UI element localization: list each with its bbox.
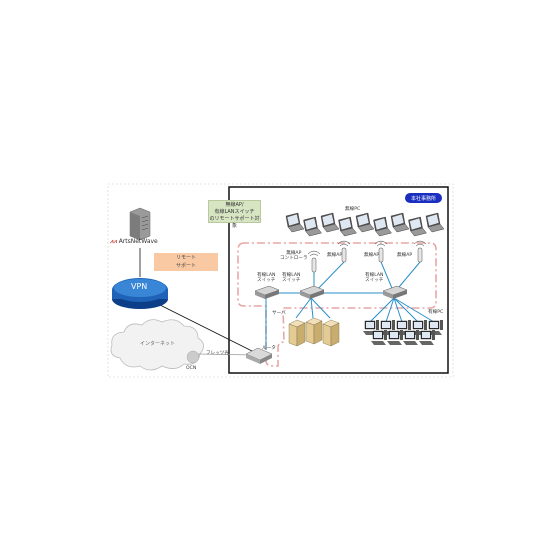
wired-pcs [363, 320, 443, 345]
remote-target-callout: 無線AP/ 有線LANスイッチ のリモートサポート対象 [208, 200, 261, 229]
laptop-icon [320, 212, 340, 233]
servers-label: サーバ [272, 311, 286, 316]
ap-controller-label: 無線AP コントローラ [280, 251, 308, 262]
wired-pc-icon [371, 330, 387, 345]
laptop-icon [285, 212, 305, 233]
flets-label: フレッツ光 [206, 351, 229, 356]
switch-label-3: 有線LAN スイッチ [365, 273, 383, 284]
office-badge: 本社事務所 [405, 193, 442, 203]
remote-support-line-1: リモート [175, 255, 196, 261]
switch-label-2: 有線LAN スイッチ [282, 273, 300, 284]
wired-pc-icon [419, 330, 435, 345]
artsnetwave-logo: ⩘⩘ ArtsNetWave [110, 238, 158, 246]
vpn-node [112, 278, 168, 309]
laptops-label: 無線PC [345, 207, 361, 212]
remote-support-zone [237, 242, 437, 367]
callout-line-3: のリモートサポート対象 [209, 216, 260, 229]
access-point-icon [413, 240, 427, 263]
wired-pc-icon [403, 330, 419, 345]
server-icon [305, 317, 323, 345]
switch-label-1-line-1: 有線LAN [257, 273, 276, 278]
callout-line-2: 有線LANスイッチ [214, 209, 255, 215]
switch-label-3-line-1: 有線LAN [365, 273, 384, 278]
datacenter-server-icon [129, 207, 151, 241]
switch-label-1: 有線LAN スイッチ [257, 273, 275, 284]
switches [254, 285, 408, 299]
server-icon [288, 319, 306, 347]
ap-controller-line-2: コントローラ [280, 256, 308, 262]
access-points [307, 240, 427, 273]
ap-label-2: 無線AP [364, 253, 380, 258]
outer-dashed-border [107, 183, 454, 378]
remote-support-label: リモート サポート [154, 253, 218, 271]
callout-line-1: 無線AP/ [225, 202, 244, 208]
ap-controller-line-1: 無線AP [286, 251, 302, 256]
laptop-icon [303, 216, 322, 237]
ap-label-3: 無線AP [397, 253, 413, 258]
switch-label-3-line-2: スイッチ [365, 278, 384, 284]
laptop-icon [408, 216, 427, 237]
wired-pc-label: 有線PC [428, 310, 444, 315]
laptop-icon [390, 212, 410, 233]
logo-text: ArtsNetWave [118, 238, 158, 245]
ap-label-1: 無線AP [327, 253, 343, 258]
ocn-label: OCN [186, 366, 197, 371]
switch-icon [382, 285, 408, 299]
server-icon [322, 319, 340, 347]
servers [288, 317, 340, 347]
internet-label: インターネット [140, 341, 176, 347]
vpn-link [149, 299, 255, 353]
switch-icon [299, 285, 325, 299]
vpn-label: VPN [131, 282, 148, 291]
remote-support-line-2: サポート [175, 263, 196, 269]
internet-cloud [110, 319, 204, 371]
router-label: ルータ [262, 346, 276, 351]
switch-label-1-line-2: スイッチ [257, 278, 276, 284]
laptop-row [285, 212, 445, 237]
switch-label-2-line-2: スイッチ [282, 278, 301, 284]
access-point-icon [374, 240, 388, 263]
wired-pc-icon [387, 330, 403, 345]
switch-icon [254, 285, 280, 299]
access-point-icon [337, 240, 351, 263]
router-icon [245, 347, 273, 364]
laptop-icon [373, 216, 392, 237]
ocn-node [186, 350, 200, 364]
access-point-icon [307, 250, 321, 273]
internet-link [197, 353, 255, 356]
laptop-icon [425, 212, 445, 233]
logo-mark: ⩘⩘ [110, 238, 117, 245]
laptop-icon [355, 212, 375, 233]
laptop-icon [338, 216, 357, 237]
network-links [265, 261, 435, 350]
switch-label-2-line-1: 有線LAN [282, 273, 301, 278]
